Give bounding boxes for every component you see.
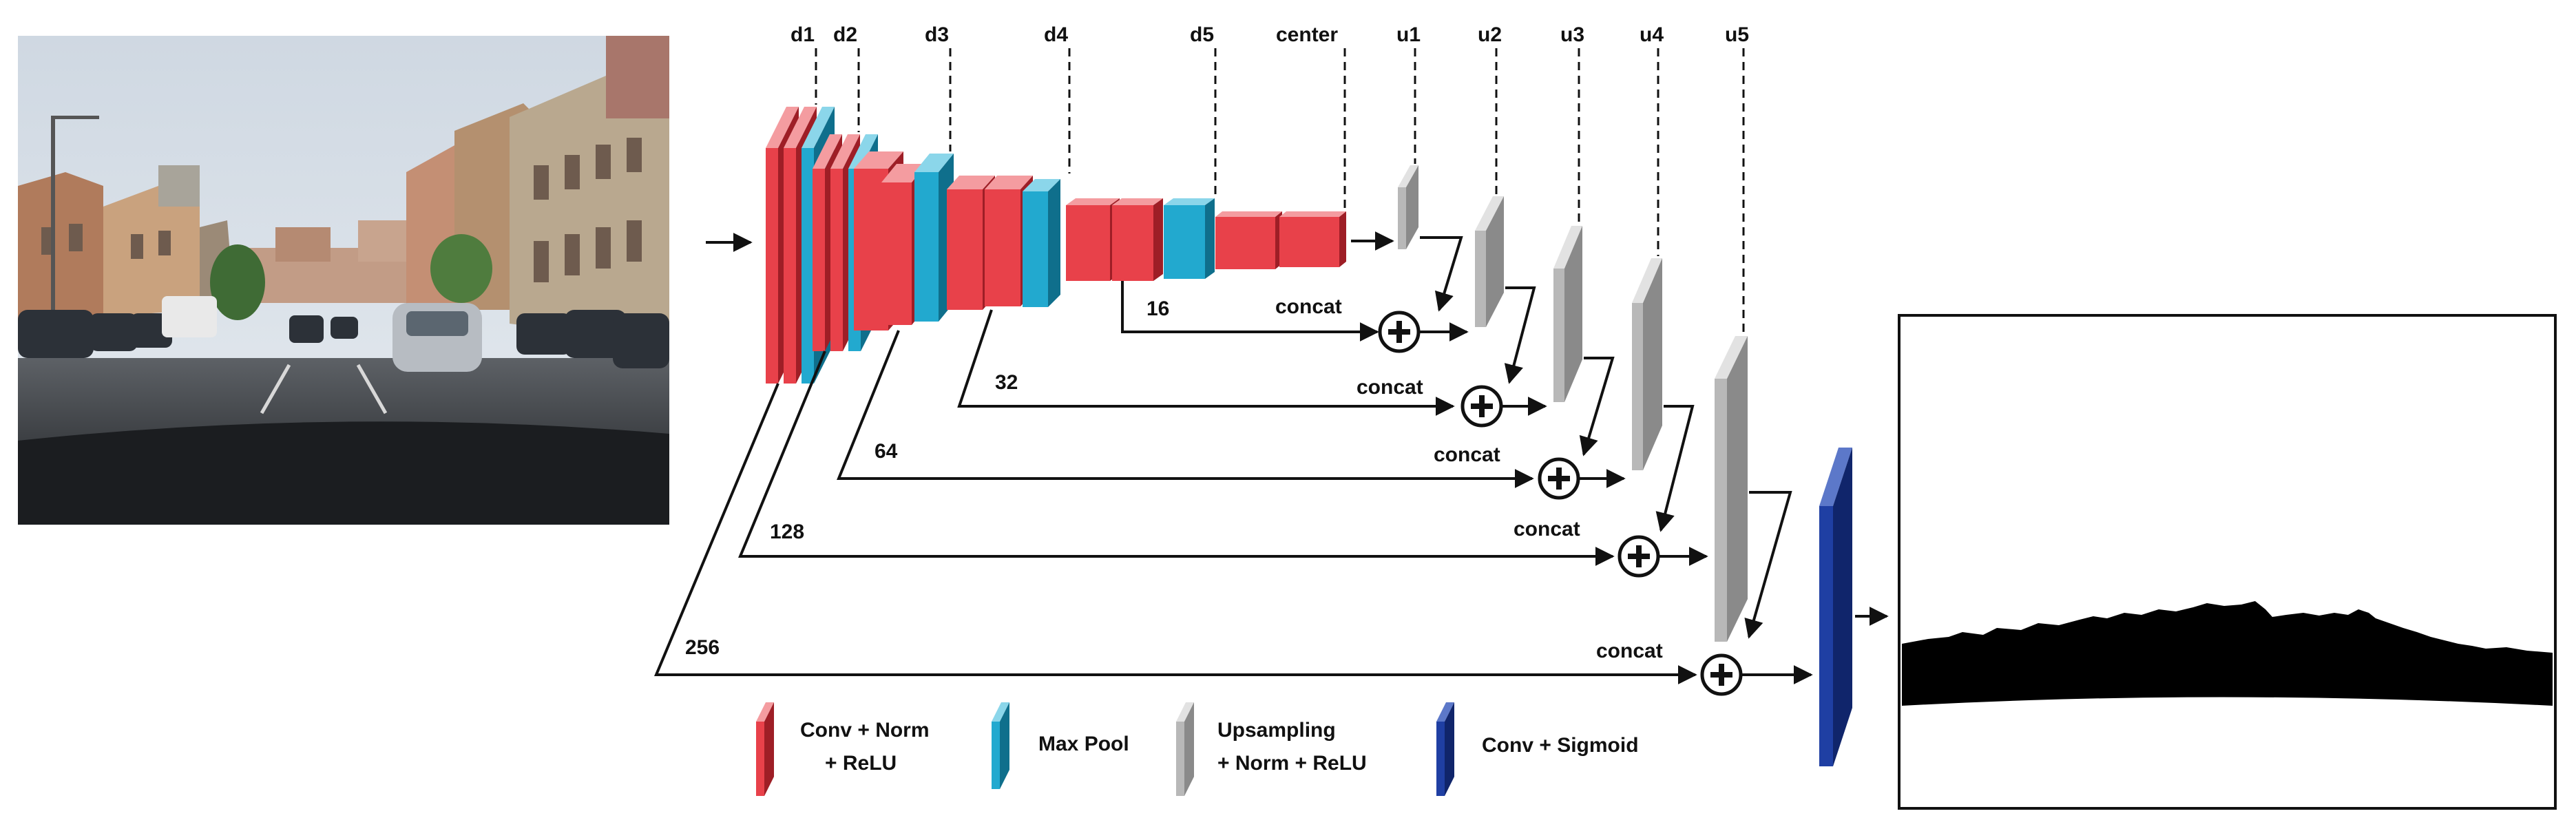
concat-node-3 xyxy=(1538,457,1580,500)
label-d3: d3 xyxy=(925,23,949,46)
legend-max-pool-label: Max Pool xyxy=(1038,733,1129,755)
block-u4 xyxy=(1632,258,1662,470)
block-center xyxy=(1215,211,1346,269)
label-u5: u5 xyxy=(1725,23,1749,46)
block-u5 xyxy=(1715,336,1748,642)
skip-channels-32: 32 xyxy=(995,371,1018,394)
legend-upsampling-line1: Upsampling xyxy=(1217,719,1336,742)
legend-conv-norm-relu-line1: Conv + Norm xyxy=(800,719,930,742)
label-d5: d5 xyxy=(1190,23,1214,46)
block-final-sigmoid xyxy=(1819,448,1852,766)
block-d5 xyxy=(1066,198,1215,281)
legend-conv-norm-relu: Conv + Norm + ReLU xyxy=(756,702,930,796)
output-mask xyxy=(1898,314,2557,810)
top-labels: d1 d2 d3 d4 d5 center u1 u2 u3 u4 u5 xyxy=(790,23,1749,46)
label-guides xyxy=(815,48,1745,334)
connection-labels: concat concat concat concat concat 16 32… xyxy=(685,295,1663,662)
label-d1: d1 xyxy=(790,23,815,46)
concat-label-5: concat xyxy=(1596,640,1663,662)
concat-label-1: concat xyxy=(1275,295,1342,318)
block-d4 xyxy=(947,176,1060,310)
block-u3 xyxy=(1553,226,1582,402)
block-d3 xyxy=(854,151,954,330)
skip-channels-128: 128 xyxy=(770,521,804,543)
label-u2: u2 xyxy=(1478,23,1502,46)
concat-node-1 xyxy=(1378,311,1421,353)
legend-max-pool: Max Pool xyxy=(992,702,1129,789)
skip-channels-256: 256 xyxy=(685,636,720,659)
connections xyxy=(653,231,1889,684)
concat-label-2: concat xyxy=(1357,376,1423,399)
concat-node-4 xyxy=(1617,535,1660,578)
label-d2: d2 xyxy=(833,23,857,46)
block-u2 xyxy=(1475,196,1504,327)
label-u3: u3 xyxy=(1560,23,1584,46)
label-center: center xyxy=(1276,23,1338,46)
encoder xyxy=(766,107,1346,384)
legend: Conv + Norm + ReLU Max Pool Upsampling +… xyxy=(756,702,1639,796)
concat-label-3: concat xyxy=(1434,443,1500,466)
skip-channels-16: 16 xyxy=(1146,297,1169,320)
skip-channels-64: 64 xyxy=(875,440,898,463)
block-u1 xyxy=(1398,165,1418,249)
legend-conv-sigmoid-label: Conv + Sigmoid xyxy=(1482,734,1639,757)
concat-node-5 xyxy=(1700,653,1743,696)
label-d4: d4 xyxy=(1044,23,1068,46)
label-u4: u4 xyxy=(1640,23,1664,46)
legend-upsampling-line2: + Norm + ReLU xyxy=(1217,752,1367,775)
legend-conv-sigmoid: Conv + Sigmoid xyxy=(1436,702,1639,796)
decoder xyxy=(1398,165,1852,766)
legend-conv-norm-relu-line2: + ReLU xyxy=(825,752,897,775)
concat-nodes xyxy=(1378,311,1743,696)
input-street-photo xyxy=(18,36,669,525)
concat-label-4: concat xyxy=(1514,518,1580,541)
label-u1: u1 xyxy=(1396,23,1421,46)
concat-node-2 xyxy=(1460,385,1503,428)
legend-upsampling: Upsampling + Norm + ReLU xyxy=(1176,702,1367,796)
